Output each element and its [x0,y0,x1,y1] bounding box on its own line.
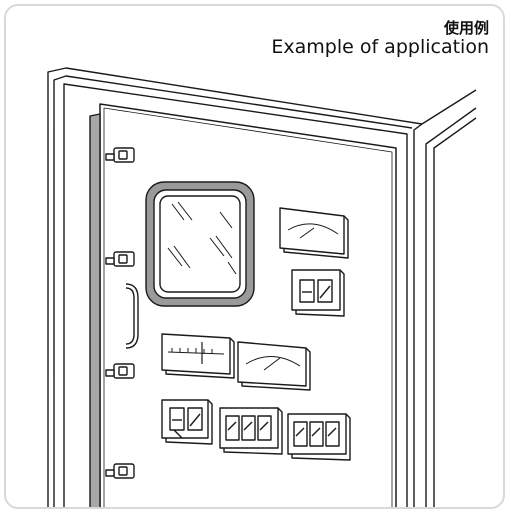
toggle-switch-icon [287,413,351,461]
window-icon [145,181,255,307]
hinge-icon [105,363,135,379]
hinge-icon [105,147,135,163]
toggle-switch-icon [161,399,213,445]
hinge-icon [105,251,135,267]
cabinet-illustration [47,67,477,507]
cabinet-body [47,67,477,507]
caption: 使用例 Example of application [271,20,489,58]
toggle-switch-icon [219,407,283,455]
hinge-icon [105,463,135,479]
door-edge-gasket [89,113,101,507]
analog-meter-icon [161,333,235,379]
illustration-frame: 使用例 Example of application [4,4,505,509]
caption-title-jp: 使用例 [443,19,489,37]
toggle-switch-icon [291,269,345,317]
door-handle-icon [125,283,139,349]
analog-meter-icon [237,341,311,391]
cabinet-door [89,103,397,507]
caption-title-en: Example of application [271,35,489,58]
analog-meter-icon [279,207,349,259]
